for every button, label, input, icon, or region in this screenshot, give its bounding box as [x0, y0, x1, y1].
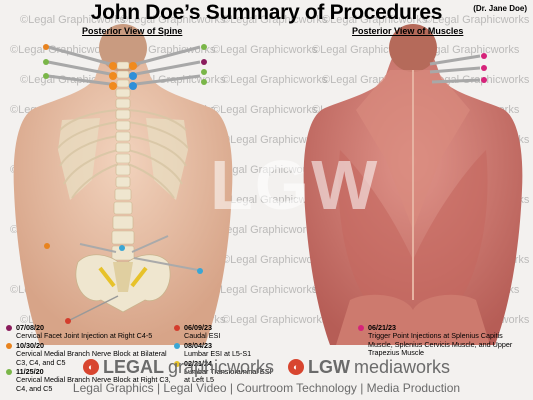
spine-view-label: Posterior View of Spine	[82, 26, 183, 36]
legend-item: 11/25/20 Cervical Medial Branch Nerve Bl…	[6, 367, 171, 393]
legend-date: 06/09/23	[184, 323, 212, 332]
legend-date: 02/21/24	[184, 358, 212, 368]
legend-text: Lumbar ESI at L5-S1	[184, 349, 252, 359]
legend-dot-icon	[6, 325, 12, 331]
legend-date: 11/25/20	[16, 367, 44, 377]
legend-item: 10/30/20 Cervical Medial Branch Nerve Bl…	[6, 340, 171, 367]
legend-cervical: 07/08/20 Cervical Facet Joint Injection …	[6, 323, 171, 394]
legend-text: Trigger Point Injections at Splenius Cap…	[368, 331, 513, 358]
legend-date: 08/04/23	[184, 340, 212, 350]
legend-text: Cervical Medial Branch Nerve Block at Bi…	[16, 349, 167, 367]
legal-logo-icon: ◐	[82, 359, 99, 375]
legend-dot-icon	[6, 342, 12, 349]
muscle-view-label: Posterior View of Muscles	[352, 26, 464, 36]
watermark-logo: LGW	[210, 146, 380, 224]
legend-text: Cervical Medial Branch Nerve Block at Ri…	[16, 375, 171, 393]
legend-item: 06/09/23 Caudal ESI	[174, 323, 274, 341]
legend-item: 06/21/23 Trigger Point Injections at Spl…	[358, 323, 528, 358]
logo-text: mediaworks	[354, 356, 451, 377]
page-title: John Doe’s Summary of Procedures	[90, 1, 443, 24]
legend-muscle: 06/21/23 Trigger Point Injections at Spl…	[358, 323, 528, 359]
legend-dot-icon	[6, 369, 12, 376]
logo-text: graphicworks	[167, 356, 274, 377]
doctor-name: (Dr. Jane Doe)	[473, 4, 527, 13]
legend-dot-icon	[174, 360, 180, 367]
legend-item: 02/21/24 Lumbar Transforaminal ESI at Le…	[174, 358, 274, 385]
lgw-mediaworks-logo: ◐ LGW mediaworks	[288, 357, 450, 378]
logo-text: LGW	[308, 356, 350, 377]
legend-text: Cervical Facet Joint Injection at Right …	[16, 331, 153, 341]
legend-date: 06/21/23	[368, 323, 396, 332]
legend-dot-icon	[174, 342, 180, 349]
legend-date: 10/30/20	[16, 340, 44, 350]
footer-tagline: Legal Graphics | Legal Video | Courtroom…	[72, 381, 461, 395]
legend-date: 07/08/20	[16, 323, 44, 332]
legal-graphicworks-logo: ◐ LEGAL graphicworks	[82, 356, 274, 378]
legend-text: Caudal ESI	[184, 331, 221, 341]
logo-text: LEGAL	[102, 356, 164, 377]
lgw-logo-icon: ◐	[288, 359, 304, 375]
legend-dot-icon	[174, 325, 180, 331]
legend-lumbar: 06/09/23 Caudal ESI 08/04/23 Lumbar ESI …	[174, 323, 274, 386]
footer-logos: ◐ LEGAL graphicworks ◐ LGW mediaworks	[0, 356, 533, 378]
legend-item: 08/04/23 Lumbar ESI at L5-S1	[174, 340, 274, 359]
legend-dot-icon	[358, 325, 364, 331]
legend-text: Lumbar Transforaminal ESI at Left L5	[184, 367, 272, 385]
legend-item: 07/08/20 Cervical Facet Joint Injection …	[6, 323, 171, 341]
